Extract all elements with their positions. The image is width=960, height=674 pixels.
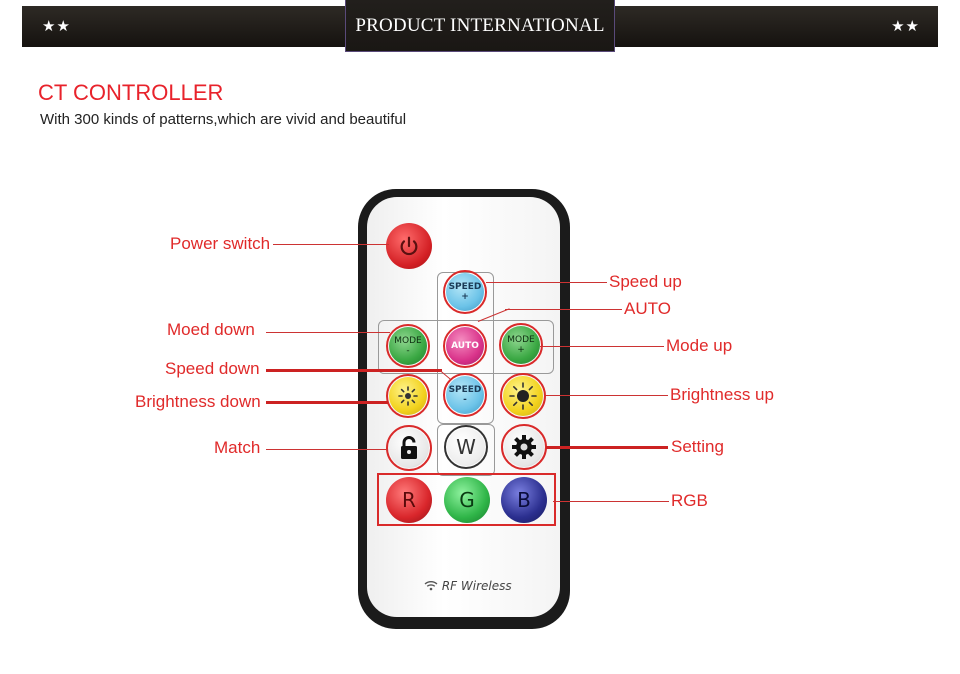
speed-up-label: SPEED xyxy=(448,282,482,292)
mode-down-sign: - xyxy=(406,346,410,356)
white-cluster-frame xyxy=(437,424,495,476)
speed-up-button[interactable]: SPEED + xyxy=(443,270,487,314)
line-auto xyxy=(505,309,622,310)
lock-icon xyxy=(401,436,417,459)
white-button[interactable]: W xyxy=(444,425,488,469)
sun-small-icon xyxy=(398,386,418,406)
line-brightness-down xyxy=(266,401,388,404)
auto-label: AUTO xyxy=(451,341,479,351)
label-auto: AUTO xyxy=(624,299,671,318)
label-rgb: RGB xyxy=(671,491,708,510)
green-button[interactable]: G xyxy=(444,477,490,523)
line-mode-down xyxy=(266,332,390,333)
blue-label: B xyxy=(517,488,531,512)
line-power-switch xyxy=(273,244,389,245)
label-mode-down: Moed down xyxy=(167,320,255,339)
section-subtitle: With 300 kinds of patterns,which are viv… xyxy=(40,111,407,128)
brightness-up-button[interactable] xyxy=(500,373,546,419)
line-match xyxy=(266,449,388,450)
match-button[interactable] xyxy=(386,425,432,471)
speed-down-sign: - xyxy=(463,395,467,405)
gear-icon xyxy=(512,435,536,459)
white-label: W xyxy=(456,435,476,459)
blue-button[interactable]: B xyxy=(501,477,547,523)
line-rgb xyxy=(553,501,669,502)
line-speed-down xyxy=(266,369,442,372)
red-button[interactable]: R xyxy=(386,477,432,523)
stars-left-icon: ★★ xyxy=(42,17,71,35)
label-brightness-down: Brightness down xyxy=(135,392,261,411)
line-speed-up xyxy=(486,282,607,283)
label-speed-down: Speed down xyxy=(165,359,260,378)
mode-down-button[interactable]: MODE - xyxy=(386,324,430,368)
setting-button[interactable] xyxy=(501,424,547,470)
mode-up-label: MODE xyxy=(507,335,535,345)
mode-down-label: MODE xyxy=(394,336,422,346)
green-label: G xyxy=(459,488,475,512)
rf-wireless-brand: RF Wireless xyxy=(424,579,512,593)
mode-up-sign: + xyxy=(517,345,525,355)
header-title: PRODUCT INTERNATIONAL xyxy=(355,14,605,36)
speed-up-sign: + xyxy=(461,292,469,302)
wifi-icon xyxy=(424,581,438,591)
label-speed-up: Speed up xyxy=(609,272,682,291)
sun-large-icon xyxy=(509,382,537,410)
line-setting xyxy=(546,446,668,449)
label-power-switch: Power switch xyxy=(170,234,271,253)
rgb-frame xyxy=(377,473,556,526)
header-title-box: PRODUCT INTERNATIONAL xyxy=(345,0,615,52)
power-button[interactable] xyxy=(386,223,432,269)
label-brightness-up: Brightness up xyxy=(670,385,774,404)
mode-up-button[interactable]: MODE + xyxy=(499,323,543,367)
speed-down-button[interactable]: SPEED - xyxy=(443,373,487,417)
rf-wireless-text: RF Wireless xyxy=(441,579,512,593)
stars-right-icon: ★★ xyxy=(891,17,920,35)
red-label: R xyxy=(402,488,416,512)
brightness-down-button[interactable] xyxy=(386,374,430,418)
label-setting: Setting xyxy=(671,437,724,456)
auto-button[interactable]: AUTO xyxy=(443,324,487,368)
label-mode-up: Mode up xyxy=(666,336,733,355)
line-mode-up xyxy=(540,346,664,347)
line-brightness-up xyxy=(545,395,668,396)
section-heading: CT CONTROLLER xyxy=(38,80,224,105)
speed-down-label: SPEED xyxy=(448,385,482,395)
power-icon xyxy=(400,236,418,256)
label-match: Match xyxy=(214,438,261,457)
